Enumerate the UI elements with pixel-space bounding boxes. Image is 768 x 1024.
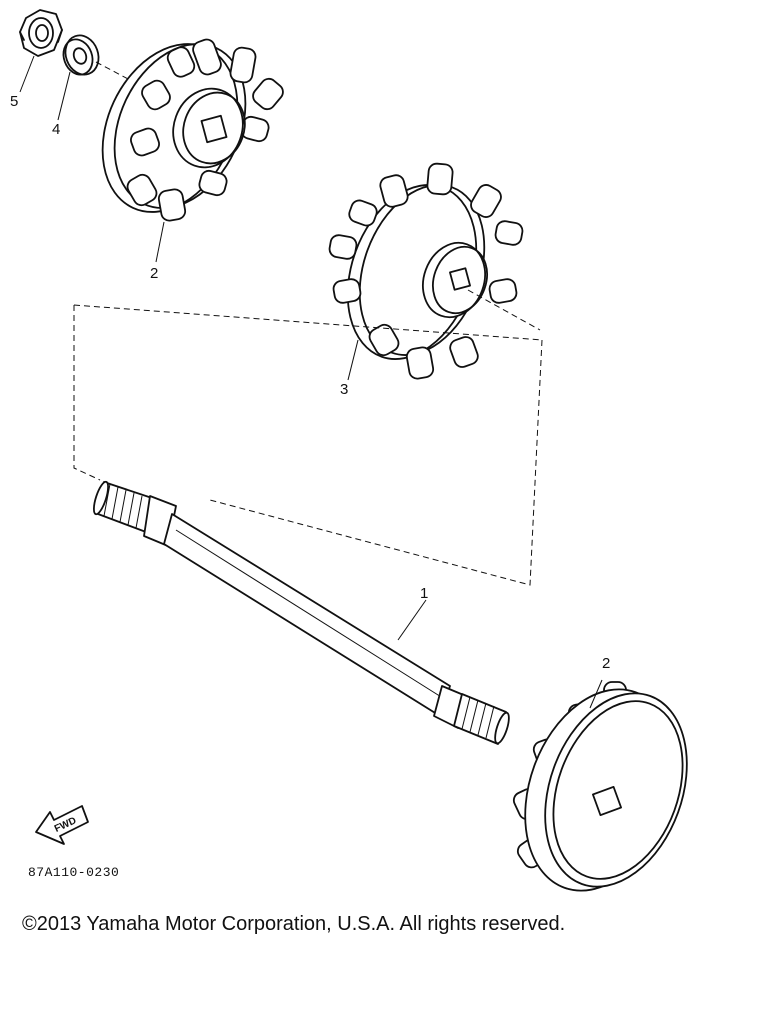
sprocket-part-3	[328, 162, 524, 380]
callout-2-top: 2	[150, 265, 158, 282]
diagram-code: 87A110-0230	[28, 865, 119, 880]
copyright-notice: ©2013 Yamaha Motor Corporation, U.S.A. A…	[22, 913, 566, 935]
callout-1: 1	[420, 585, 428, 602]
callout-4: 4	[52, 121, 60, 138]
washer-part-4	[62, 34, 100, 76]
exploded-parts-diagram: 5 4 2 3 1 2 FWD 87A110-0230	[10, 9, 688, 892]
callout-2-bottom: 2	[602, 655, 610, 672]
fwd-arrow-icon: FWD	[35, 805, 89, 845]
callout-5: 5	[10, 93, 18, 110]
phantom-lines	[73, 289, 543, 586]
nut-part-5	[19, 9, 63, 57]
sprocket-part-2-top	[101, 38, 284, 222]
sprocket-part-2-bottom	[512, 681, 688, 892]
callout-3: 3	[340, 381, 348, 398]
leader-lines	[19, 55, 603, 709]
shaft-part-1	[93, 480, 510, 745]
